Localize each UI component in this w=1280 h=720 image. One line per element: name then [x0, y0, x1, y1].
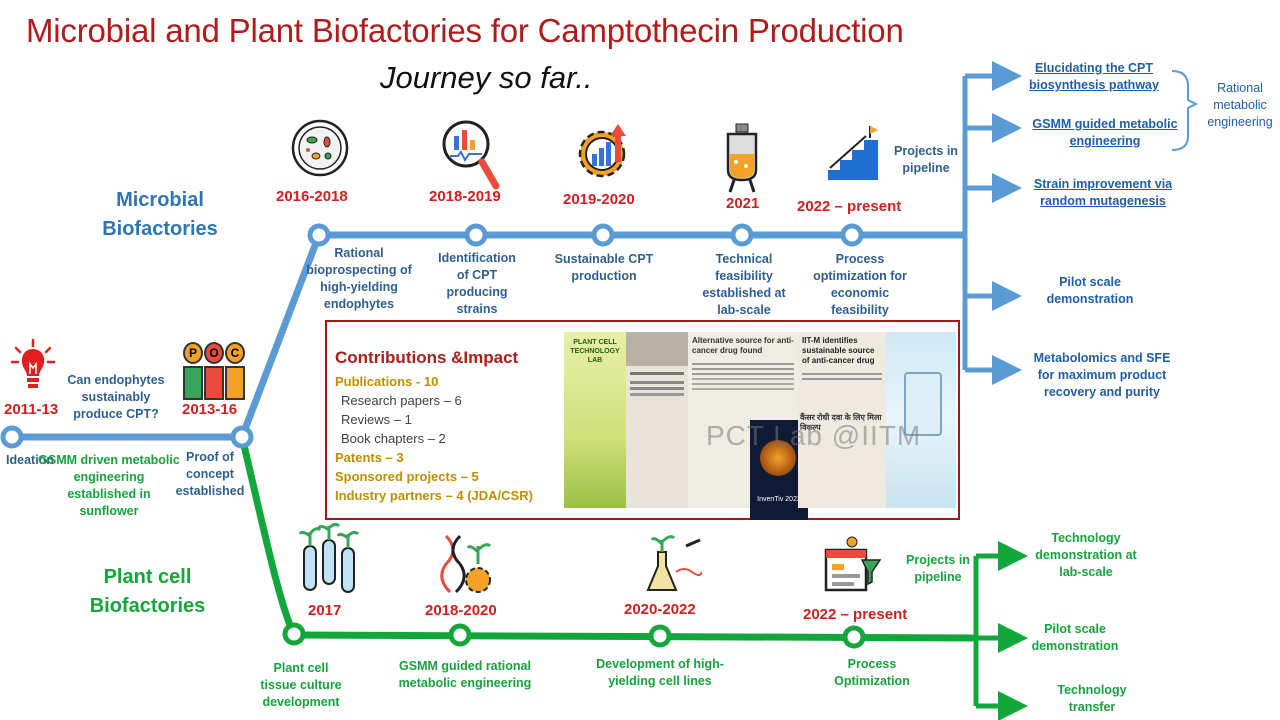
newspaper-clip-1 — [626, 332, 688, 508]
screen-funnel-icon — [824, 536, 882, 592]
page-subtitle: Journey so far.. — [380, 60, 593, 95]
plant-timeline-line — [293, 631, 976, 642]
ideation-label: Ideation — [6, 453, 54, 467]
microbial-label-4: Technical feasibility established at lab… — [702, 252, 786, 317]
pipeline-gsmm-engineering[interactable]: GSMM guided metabolic engineering — [1032, 117, 1178, 148]
node-microbial-3 — [591, 223, 615, 247]
microbial-year-2: 2018-2019 — [429, 188, 501, 205]
page-title: Microbial and Plant Biofactories for Cam… — [26, 12, 904, 49]
plant-label-1: Plant cell tissue culture development — [260, 661, 342, 709]
gear-growth-chart-icon — [578, 124, 626, 178]
microbial-label-5: Process optimization for economic feasib… — [813, 252, 907, 317]
microbial-year-1: 2016-2018 — [276, 188, 348, 205]
node-poc — [230, 425, 254, 449]
lightbulb-idea-icon — [10, 338, 56, 388]
sponsored-projects-count: Sponsored projects – 5 — [335, 469, 479, 484]
test-tubes-plants-icon — [298, 522, 360, 593]
industry-partners-count: Industry partners – 4 (JDA/CSR) — [335, 488, 533, 503]
plant-pipeline-arrows — [973, 541, 1028, 720]
node-plant-3 — [648, 624, 672, 648]
watermark: PCT Lab @IITM — [706, 420, 922, 451]
node-microbial-1 — [307, 223, 331, 247]
node-microbial-5 — [840, 223, 864, 247]
microbial-label-2: Identification of CPT producing strains — [438, 251, 516, 316]
inventiv-title: InvenTiv 2022 — [757, 496, 801, 503]
node-plant-1 — [282, 622, 306, 646]
timeline-nodes — [0, 223, 866, 649]
microbial-pipeline-label: Projects in pipeline — [894, 144, 958, 175]
publications-count: Publications - 10 — [335, 374, 439, 389]
plant-pipeline-tech-transfer: Technology transfer — [1057, 683, 1127, 714]
patents-count: Patents – 3 — [335, 450, 404, 465]
flask-plant-dna-icon — [646, 535, 702, 591]
poc-year: 2013-16 — [182, 401, 238, 418]
dna-plant-gear-icon — [440, 534, 492, 594]
microbial-year-4: 2021 — [726, 195, 760, 212]
pipeline-metabolomics-sfe: Metabolomics and SFE for maximum product… — [1033, 351, 1171, 399]
plant-branch-line — [238, 436, 298, 637]
headline-2: IIT-M identifies sustainable source of a… — [802, 336, 875, 365]
microbial-year-5: 2022 – present — [797, 198, 902, 215]
microbial-label-1: Rational bioprospecting of high-yielding… — [306, 246, 412, 311]
poster-title: PLANT CELL TECHNOLOGY LAB — [570, 339, 620, 364]
plant-label-4: Process Optimization — [834, 657, 910, 688]
pipeline-cpt-pathway[interactable]: Elucidating the CPT biosynthesis pathway — [1029, 61, 1159, 92]
headline-1: Alternative source for anti-cancer drug … — [692, 336, 794, 355]
poc-letter-o: O — [204, 342, 224, 364]
node-plant-2 — [448, 623, 472, 647]
magnifier-analysis-icon — [442, 120, 500, 190]
endophyte-question: Can endophytes sustainably produce CPT? — [67, 373, 165, 421]
rational-engineering-bracket — [1171, 70, 1199, 151]
microbial-branch-line — [238, 233, 323, 439]
pipeline-pilot-scale: Pilot scale demonstration — [1046, 275, 1134, 306]
node-plant-4 — [842, 625, 866, 649]
pipeline-strain-improvement[interactable]: Strain improvement via random mutagenesi… — [1033, 177, 1173, 208]
plant-year-3: 2020-2022 — [624, 601, 696, 618]
gsmm-sunflower-label: GSMM driven metabolic engineering establ… — [38, 453, 180, 518]
research-papers-count: Research papers – 6 — [341, 393, 462, 408]
petri-dish-icon — [291, 119, 349, 177]
media-collage: PLANT CELL TECHNOLOGY LAB Alternative so… — [564, 332, 959, 520]
node-microbial-4 — [730, 223, 754, 247]
plant-label-2: GSMM guided rational metabolic engineeri… — [398, 659, 532, 690]
plant-year-4: 2022 – present — [803, 606, 908, 623]
poster-clip: PLANT CELL TECHNOLOGY LAB — [564, 332, 626, 508]
rational-engineering-label: Rational metabolic engineering — [1207, 81, 1273, 129]
plant-pipeline-pilot-scale: Pilot scale demonstration — [1031, 622, 1119, 653]
impact-title: Contributions &Impact — [335, 348, 519, 367]
plant-pipeline-label: Projects in pipeline — [906, 553, 970, 584]
poc-label: Proof of concept established — [175, 450, 245, 498]
ideation-year: 2011-13 — [4, 401, 59, 418]
microbial-label-3: Sustainable CPT production — [554, 252, 654, 283]
node-ideation — [0, 425, 24, 449]
plant-section-title: Plant cell Biofactories — [89, 566, 206, 617]
node-microbial-2 — [464, 223, 488, 247]
microbial-year-3: 2019-2020 — [563, 191, 635, 208]
poc-letter-c: C — [225, 342, 245, 364]
plant-year-2: 2018-2020 — [425, 602, 497, 619]
poster-clip-2 — [886, 332, 956, 508]
book-chapters-count: Book chapters – 2 — [341, 431, 446, 446]
microbial-pipeline-arrows — [962, 61, 1022, 385]
poc-icon: P O C — [183, 342, 245, 400]
newspaper-clip-3: IIT-M identifies sustainable source of a… — [798, 332, 886, 508]
plant-pipeline-lab-demo: Technology demonstration at lab-scale — [1035, 531, 1137, 579]
stairs-flag-icon — [828, 126, 878, 180]
contributions-impact-box: Contributions &Impact Publications - 10 … — [325, 320, 960, 520]
bioreactor-icon — [726, 123, 758, 193]
poc-letter-p: P — [183, 342, 203, 364]
microbial-section-title: Microbial Biofactories — [102, 189, 218, 240]
plant-year-1: 2017 — [308, 602, 342, 619]
plant-label-3: Development of high-yielding cell lines — [596, 657, 724, 688]
reviews-count: Reviews – 1 — [341, 412, 412, 427]
hindi-headline: कैंसर रोधी दवा के लिए मिला विकल्प — [800, 413, 882, 432]
